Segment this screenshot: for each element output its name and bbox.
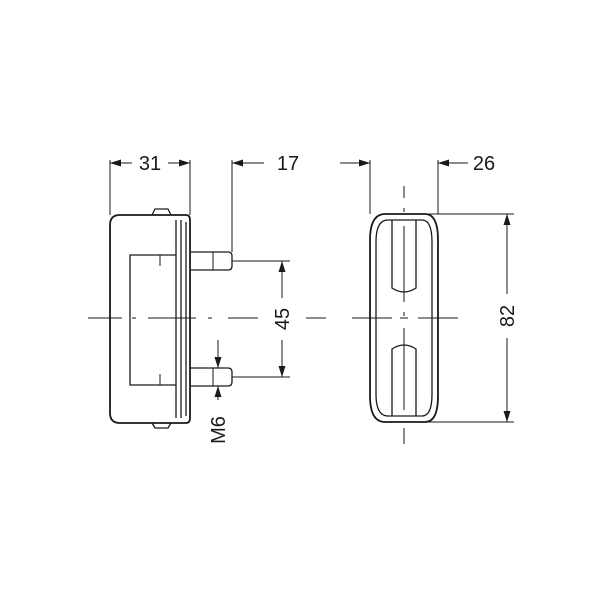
m6-arrow-bottom [214, 386, 222, 397]
side-view-clip-top [151, 208, 172, 216]
dim-82-arrow-top [503, 214, 511, 225]
m6-label: M6 [208, 416, 230, 444]
dim-17-arrow [232, 159, 243, 167]
dim-31-arrow-right [179, 159, 190, 167]
dim-26-label: 26 [473, 153, 495, 175]
front-view: 26 82 [340, 153, 519, 444]
side-view-housing [109, 214, 191, 424]
dim-45-arrow-bottom [278, 366, 286, 377]
dim-82-arrow-bottom [503, 411, 511, 422]
dim-26-arrow-left [359, 159, 370, 167]
dim-26-arrow-right [438, 159, 449, 167]
side-view: 31 17 45 M6 [88, 153, 326, 444]
front-view-inner-outline [375, 219, 433, 417]
dim-45-arrow-top [278, 261, 286, 272]
side-view-inner-cavity [129, 254, 176, 386]
dim-31-arrow-left [110, 159, 121, 167]
side-view-clip-bottom [151, 422, 172, 429]
dim-45-label: 45 [272, 308, 294, 330]
dim-17-label: 17 [277, 153, 299, 175]
m6-arrow-top [214, 357, 222, 368]
dim-31-label: 31 [139, 153, 161, 175]
dim-82-label: 82 [497, 305, 519, 327]
upper-stud [190, 251, 233, 271]
lower-stud [190, 367, 233, 387]
